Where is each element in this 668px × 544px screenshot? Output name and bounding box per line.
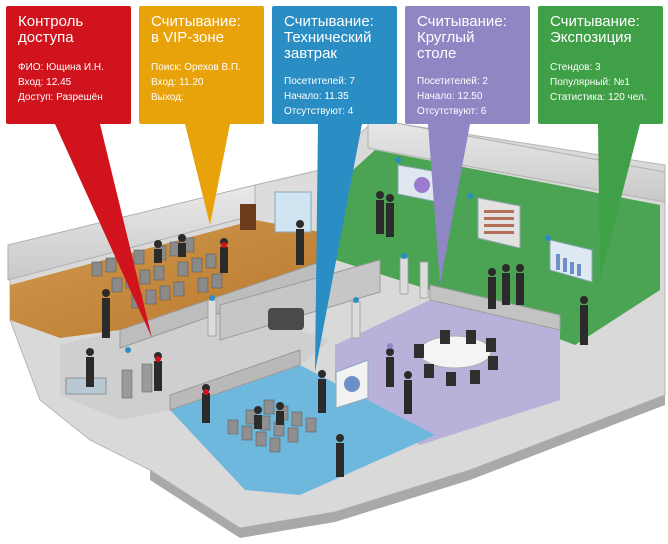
card-line-visitors: Посетителей: 2 [417,76,488,87]
card-line-statistics: Статистика: 120 чел. [550,92,647,103]
card-line-access: Доступ: Разрешён [18,92,103,103]
card-line-entry: Вход: 12.45 [18,77,72,88]
card-access-control: Контроль доступа ФИО: Ющина И.Н. Вход: 1… [6,6,131,124]
exposition-floor [320,150,660,345]
podium-icon [240,204,256,230]
breakfast-floor [170,365,435,495]
presentation-screen-icon [549,239,593,283]
card-title: Считывание: Круглый столе [417,13,507,62]
card-title: Считывание: в VIP-зоне [151,13,241,46]
card-line-visitors: Посетителей: 7 [284,76,355,87]
bar-chart-graphic [556,254,581,276]
card-line-absent: Отсутствуют: 4 [284,106,354,117]
card-line-start: Начало: 12.50 [417,91,483,102]
card-line-absent: Отсутствуют: 6 [417,106,487,117]
pie-chart-graphic [344,376,360,392]
card-vip-zone: Считывание: в VIP-зоне Поиск: Орехов В.П… [139,6,264,124]
card-round-table: Считывание: Круглый столе Посетителей: 2… [405,6,530,124]
card-title: Считывание: Экспозиция [550,13,640,46]
round-table-icon [418,335,492,369]
card-exposition: Считывание: Экспозиция Стендов: 3 Популя… [538,6,663,124]
card-line-exit: Выход: [151,92,184,103]
card-line-popular: Популярный: №1 [550,77,630,88]
bar-chart-graphic [484,210,514,234]
pie-chart-graphic [414,177,430,193]
sofa-icon [268,308,304,330]
card-line-name: ФИО: Ющина И.Н. [18,62,104,73]
card-title: Считывание: Технический завтрак [284,13,374,62]
card-line-entry: Вход: 11.20 [151,77,204,88]
card-line-stands: Стендов: 3 [550,62,601,73]
card-line-search: Поиск: Орехов В.П. [151,62,241,73]
presentation-screen-icon [274,191,312,233]
chair-icon [414,330,498,386]
card-line-start: Начало: 11.35 [284,91,349,102]
card-title: Контроль доступа [18,13,84,46]
person-icon [86,191,588,477]
card-technical-breakfast: Считывание: Технический завтрак Посетите… [272,6,397,124]
